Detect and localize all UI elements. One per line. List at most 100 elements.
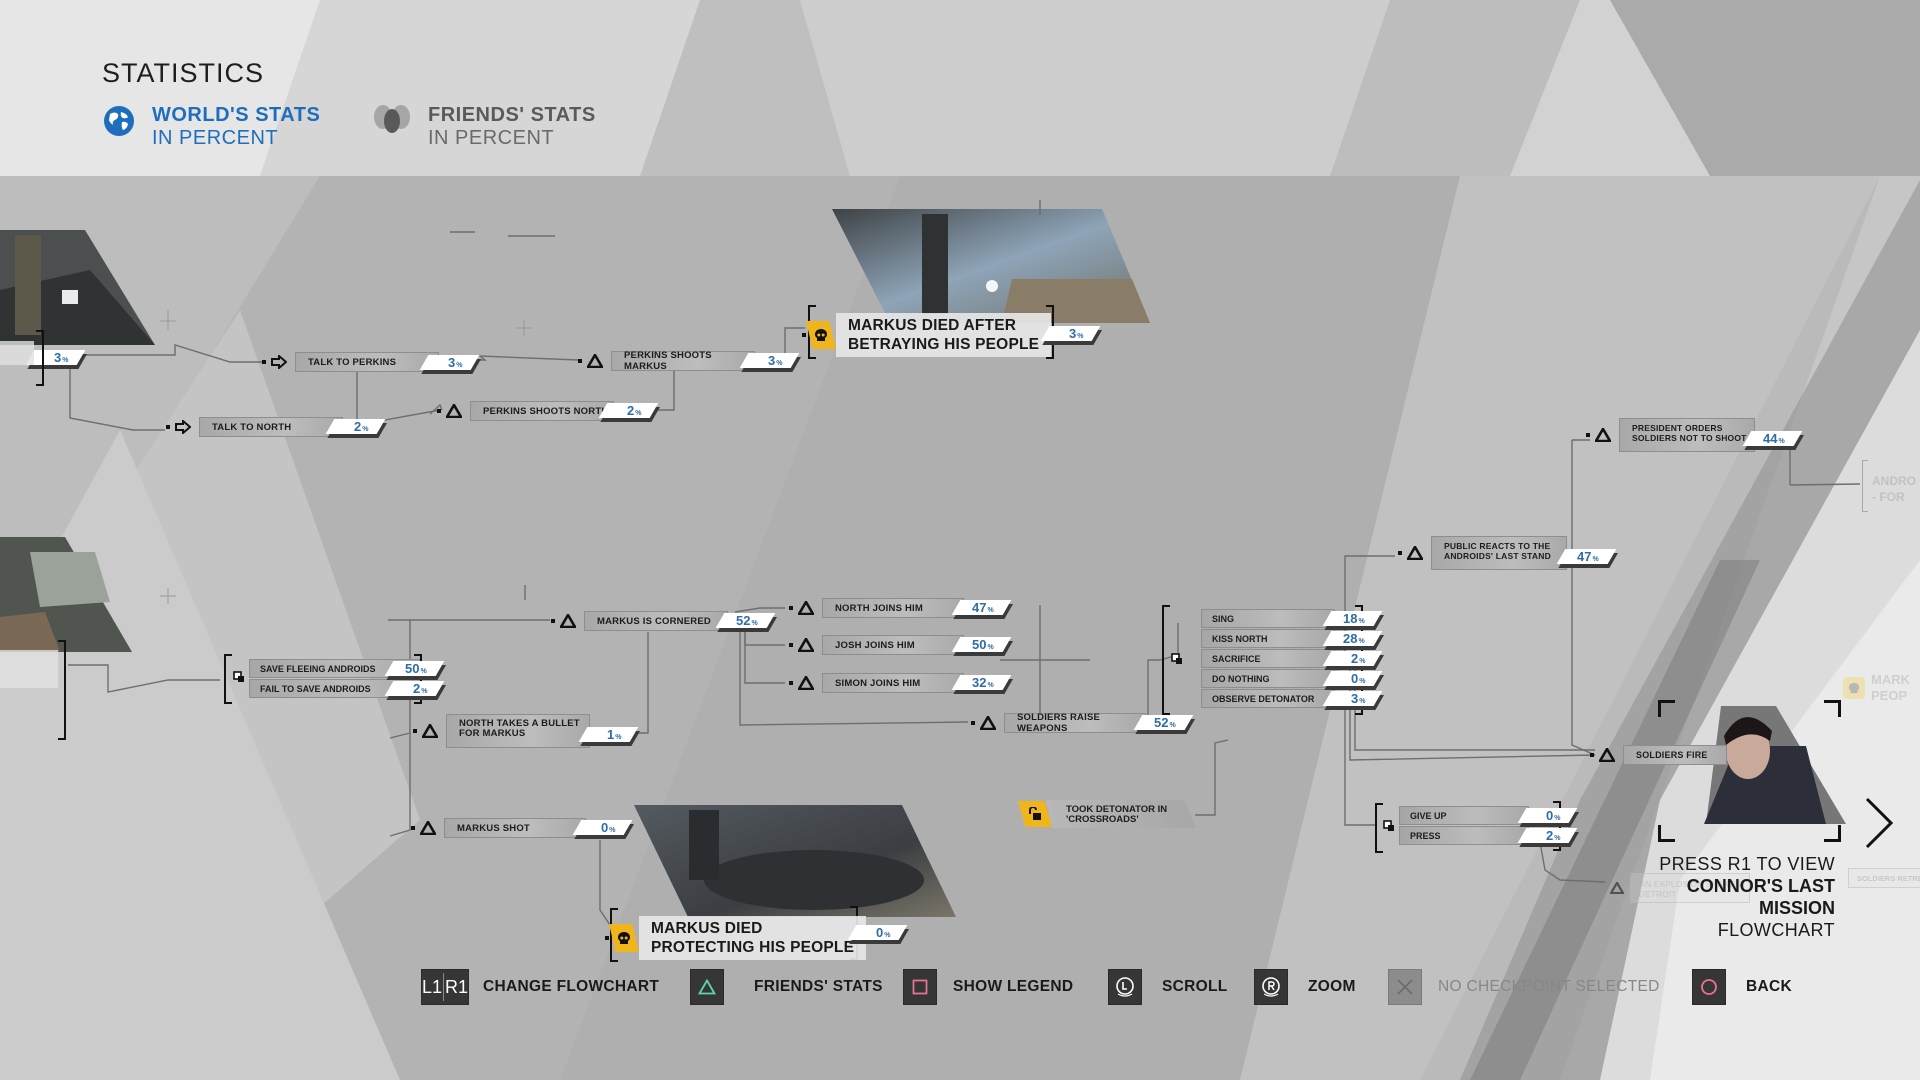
choice-give-up[interactable]: GIVE UP [1399, 806, 1529, 825]
node-soldiers-retreat-faded[interactable]: SOLDIERS RETREAT [1848, 868, 1920, 888]
choice-fail-to-save-androids[interactable]: FAIL TO SAVE ANDROIDS [249, 679, 420, 698]
connector-dot [789, 681, 793, 685]
button-label: SHOW LEGEND [953, 978, 1074, 995]
pct-give-up: 0% [1517, 808, 1578, 823]
choice-kiss-north[interactable]: KISS NORTH [1201, 629, 1335, 648]
arrow-right-icon [271, 355, 287, 369]
friends-stats-sub: IN PERCENT [428, 127, 555, 149]
node-talk-to-north[interactable]: TALK TO NORTH [166, 417, 343, 437]
show-legend-button[interactable]: SHOW LEGEND [903, 969, 1073, 1005]
triangle-icon [446, 404, 462, 418]
pct-talk-to-north: 2% [325, 419, 386, 434]
node-perkins-shoots-markus[interactable]: PERKINS SHOOTS MARKUS [578, 350, 755, 372]
chevron-right-icon[interactable] [1864, 797, 1894, 849]
button-label: NO CHECKPOINT SELECTED [1438, 978, 1660, 995]
choice-sacrifice[interactable]: SACRIFICE [1201, 649, 1335, 668]
group-bracket-left [1162, 605, 1170, 715]
group-bracket-right [1553, 801, 1561, 851]
friends-stats-toggle[interactable]: FRIENDS' STATS IN PERCENT [372, 104, 596, 150]
frame-corner [1658, 700, 1675, 717]
right-stick-icon [1254, 969, 1288, 1005]
node-simon-joins-him[interactable]: SIMON JOINS HIM [789, 673, 964, 693]
world-stats-toggle[interactable]: WORLD'S STATS IN PERCENT [102, 104, 320, 150]
pct-north-takes-bullet: 1% [578, 727, 639, 742]
triangle-button-icon [690, 969, 724, 1005]
header: STATISTICS WORLD'S STATS IN PERCENT FRIE… [0, 0, 1920, 176]
triangle-icon [587, 354, 603, 368]
left-stick-icon [1108, 969, 1142, 1005]
skull-badge [609, 924, 639, 952]
pct-save-fleeing: 50% [384, 661, 445, 676]
choice-sing[interactable]: SING [1201, 609, 1335, 628]
choice-group-save-androids: SAVE FLEEING ANDROIDS FAIL TO SAVE ANDRO… [249, 659, 420, 699]
group-bracket-left [1375, 803, 1383, 853]
node-took-detonator[interactable]: TOOK DETONATOR IN'CROSSROADS' [1018, 800, 1196, 828]
triangle-icon [980, 716, 996, 730]
pct-perkins-shoots-markus: 3% [739, 353, 800, 368]
frame-corner [1658, 825, 1675, 842]
choice-group-icon [233, 671, 244, 682]
pct-observe-detonator: 3% [1322, 691, 1383, 706]
no-checkpoint-button: NO CHECKPOINT SELECTED [1388, 969, 1660, 1005]
node-label: MARKUS SHOT [444, 818, 586, 838]
next-flowchart-text[interactable]: PRESS R1 TO VIEW CONNOR'S LAST MISSION F… [1659, 854, 1835, 940]
node-soldiers-fire[interactable]: SOLDIERS FIRE [1590, 745, 1727, 765]
choice-observe-detonator[interactable]: OBSERVE DETONATOR [1201, 689, 1335, 708]
node-soldiers-raise-weapons[interactable]: SOLDIERS RAISE WEAPONS [971, 712, 1146, 734]
group-bracket-left [224, 654, 232, 704]
zoom-button[interactable]: ZOOM [1254, 969, 1356, 1005]
page-title: STATISTICS [102, 58, 265, 88]
triangle-icon [1407, 546, 1423, 560]
frame-corner [1824, 700, 1841, 717]
triangle-icon [420, 821, 436, 835]
node-markus-is-cornered[interactable]: MARKUS IS CORNERED [551, 611, 728, 631]
frame-corner [1824, 825, 1841, 842]
node-talk-to-perkins[interactable]: TALK TO PERKINS [262, 352, 439, 372]
skull-icon [815, 329, 827, 341]
circle-button-icon [1692, 969, 1726, 1005]
choice-press[interactable]: PRESS [1399, 826, 1529, 845]
left-node-bracket [36, 330, 44, 386]
node-androids-faded[interactable]: ANDRO- FOR [1872, 474, 1916, 504]
choice-group-detonator: GIVE UP PRESS [1399, 806, 1529, 846]
connector-dot [437, 409, 441, 413]
pct-markus-shot: 0% [572, 820, 633, 835]
scene-thumbnail-top-left [0, 230, 155, 345]
button-label: BACK [1746, 978, 1792, 995]
node-perkins-shoots-north[interactable]: PERKINS SHOOTS NORTH [437, 401, 614, 421]
connor-portrait [1704, 706, 1846, 824]
node-markus-shot[interactable]: MARKUS SHOT [411, 818, 586, 838]
connor-dot [166, 425, 170, 429]
node-label: PERKINS SHOOTS NORTH [470, 401, 614, 421]
pct-josh-joins-him: 50% [951, 637, 1012, 652]
choice-do-nothing[interactable]: DO NOTHING [1201, 669, 1335, 688]
connector-dot [411, 826, 415, 830]
pct-simon-joins-him: 32% [951, 675, 1012, 690]
node-label: SIMON JOINS HIM [822, 673, 964, 693]
skull-badge [1843, 677, 1865, 699]
pct-do-nothing: 0% [1322, 671, 1383, 686]
left-node-box-top[interactable] [0, 341, 34, 365]
back-button[interactable]: BACK [1692, 969, 1792, 1005]
node-josh-joins-him[interactable]: JOSH JOINS HIM [789, 635, 964, 655]
skull-badge [806, 321, 836, 349]
friends-stats-button[interactable]: FRIENDS' STATS [690, 969, 883, 1005]
triangle-icon [1599, 748, 1615, 762]
node-north-joins-him[interactable]: NORTH JOINS HIM [789, 598, 964, 618]
scroll-button[interactable]: SCROLL [1108, 969, 1228, 1005]
scene-thumbnail-left-middle [0, 537, 132, 652]
connector-dot [605, 936, 609, 940]
left-node-box[interactable] [0, 650, 58, 688]
